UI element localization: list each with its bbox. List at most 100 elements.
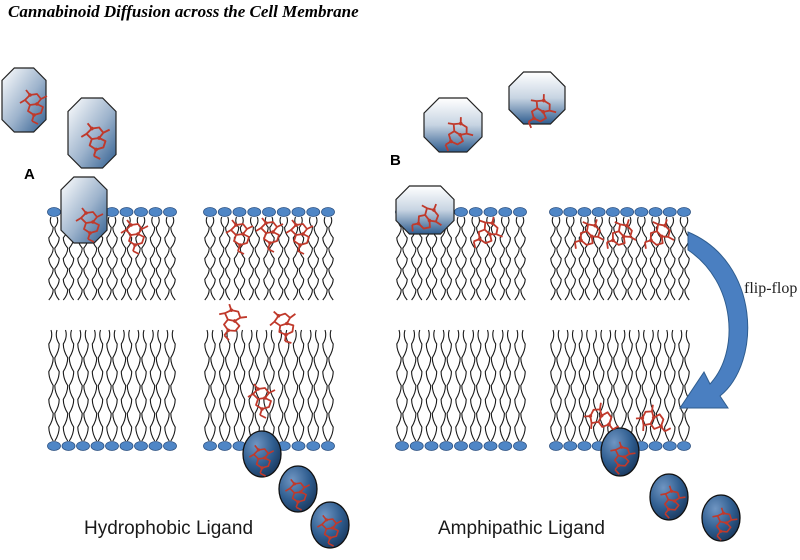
ligand-molecule <box>712 507 738 541</box>
ligand-atom <box>659 424 663 429</box>
lipid-head <box>468 441 483 451</box>
lipid-head <box>454 207 468 217</box>
lipid-tail <box>141 329 147 442</box>
ligand-bonds <box>527 94 557 129</box>
lipid-tail <box>298 329 305 442</box>
ligand-atom <box>669 489 674 493</box>
ligand-molecule <box>247 383 276 419</box>
lipid-tail <box>396 216 402 301</box>
lipid-tail <box>112 216 118 301</box>
lipid-tail <box>204 329 210 442</box>
lipid-head <box>217 207 232 217</box>
ligand-atom <box>28 93 32 97</box>
ligand-bonds <box>75 207 104 243</box>
ligand-bonds <box>583 402 620 431</box>
ligand-atom <box>256 387 260 391</box>
ligand-atom <box>241 232 245 236</box>
membrane-block-b2 <box>549 207 691 451</box>
lipid-tail <box>455 329 461 442</box>
lipid-tail <box>621 329 627 442</box>
ligand-atom <box>541 98 546 103</box>
ligand-atom <box>268 241 272 245</box>
lipid-tail <box>684 216 690 301</box>
lipid-head <box>105 441 119 451</box>
lipid-tail <box>83 329 89 442</box>
ligand-molecule <box>472 216 503 249</box>
ligand-atom <box>721 511 726 515</box>
lipid-tail <box>520 329 526 442</box>
lipid-tail <box>641 329 648 442</box>
lipid-head <box>483 441 498 451</box>
lipid-tail <box>155 216 162 301</box>
carrier-sphere <box>278 465 318 513</box>
panel-a-caption: Hydrophobic Ligand <box>84 518 254 539</box>
ligand-molecule <box>285 219 314 255</box>
lipid-tail <box>269 216 275 301</box>
lipid-tail <box>684 329 690 442</box>
lipid-tail <box>627 329 633 442</box>
ligand-bonds <box>635 404 672 433</box>
lipid-tail <box>592 329 599 442</box>
ligand-atom <box>621 234 626 239</box>
ligand-molecule <box>120 219 149 255</box>
ligand-atom <box>616 463 621 467</box>
lipid-head <box>662 207 677 217</box>
lipid-tail <box>564 216 570 301</box>
ligand-atom <box>579 238 583 243</box>
lipid-tail <box>97 329 104 442</box>
ligand-atom <box>284 333 288 337</box>
lipid-head <box>61 441 76 451</box>
lipid-tail <box>219 216 225 301</box>
carrier-sphere <box>701 494 741 542</box>
ligand-bonds <box>80 122 111 160</box>
ligand-atom <box>91 220 95 224</box>
ligand-atom <box>619 445 624 449</box>
lipid-tail <box>210 216 216 301</box>
ligand-atom <box>588 414 593 418</box>
lipid-head <box>549 207 563 217</box>
ligand-molecule <box>80 122 111 160</box>
lipid-tail <box>322 216 328 301</box>
lipid-tail <box>470 329 476 442</box>
ligand-molecule <box>583 402 620 431</box>
ligand-atom <box>718 529 723 533</box>
ligand-atom <box>292 482 297 486</box>
lipid-tail <box>578 329 585 442</box>
panel-b-caption: Amphipathic Ligand <box>438 518 605 539</box>
ligand-molecule <box>606 219 637 249</box>
lipid-head <box>563 441 578 451</box>
lipid-head <box>148 207 163 217</box>
lipid-tail <box>514 216 520 301</box>
lipid-tail <box>402 216 408 301</box>
ligand-bonds <box>284 478 311 511</box>
lipid-head <box>563 207 578 217</box>
curved-arrow <box>679 231 749 409</box>
ligand-molecule <box>219 303 248 341</box>
lipid-tail <box>149 329 156 442</box>
lipid-tail <box>135 329 141 442</box>
lipid-tail <box>431 329 438 442</box>
ligand-molecule <box>660 485 686 519</box>
ligand-molecule <box>444 117 474 152</box>
lipid-tail <box>613 216 619 301</box>
ligand-atom <box>477 237 482 241</box>
ligand-atom <box>625 223 629 228</box>
lipid-tail <box>77 329 83 442</box>
lipid-tail <box>219 329 225 442</box>
lipid-tail <box>112 329 118 442</box>
ligand-bonds <box>19 89 48 125</box>
ligand-bonds <box>247 383 276 419</box>
ligand-atom <box>328 536 332 540</box>
ligand-atom <box>599 413 604 418</box>
lipid-head <box>262 207 276 217</box>
lipid-head <box>577 207 592 217</box>
lipid-tail <box>210 329 216 442</box>
lipid-head <box>577 441 592 451</box>
figure-title: Cannabinoid Diffusion across the Cell Me… <box>8 2 359 21</box>
lipid-tail <box>621 216 627 301</box>
ligand-atom <box>133 243 137 247</box>
ligand-molecule <box>255 217 284 253</box>
lipid-tail <box>550 329 556 442</box>
lipid-tail <box>48 329 54 442</box>
ligand-bonds <box>472 216 503 249</box>
